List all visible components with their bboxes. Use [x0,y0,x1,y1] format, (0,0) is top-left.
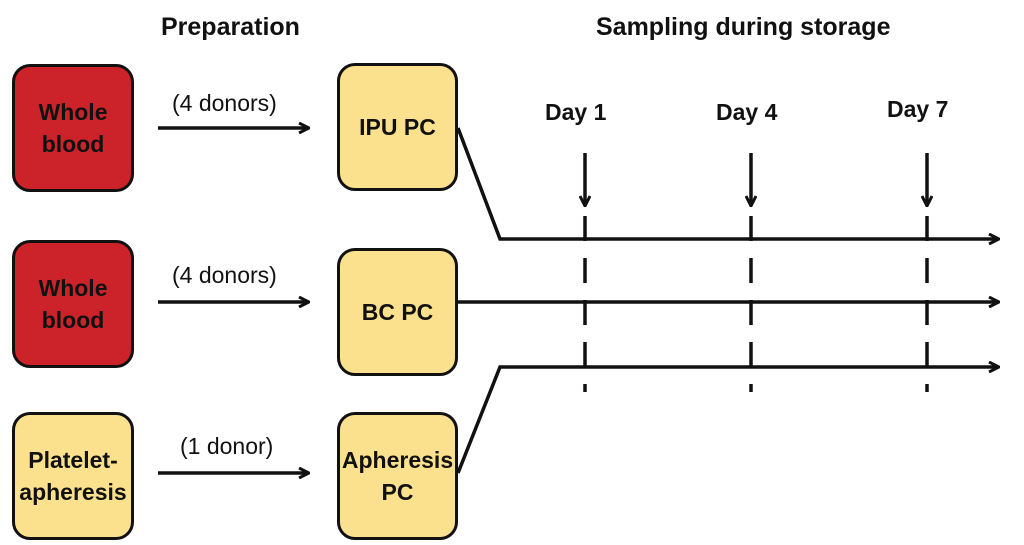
donor-label-2: (4 donors) [172,262,277,288]
source-label-line1: Whole [38,99,108,125]
product-label-line1: BC PC [361,299,434,325]
day-label-4: Day 4 [716,99,778,125]
heading-sampling: Sampling during storage [596,13,891,41]
source-box-whole-blood-1: Whole blood [12,64,134,192]
source-label-line2: blood [41,307,105,333]
product-box-ipu-pc: IPU PC [337,63,458,191]
heading-preparation: Preparation [161,13,300,41]
timeline-apheresis-pc [456,367,998,474]
source-label-line2: apheresis [19,479,127,505]
product-label-line1: IPU PC [359,114,436,140]
day-label-7: Day 7 [887,96,949,122]
timeline-ipu-pc [456,127,998,239]
product-box-bc-pc: BC PC [337,248,458,376]
donor-label-3: (1 donor) [180,433,274,459]
source-label-line2: blood [41,131,105,157]
product-label-line1: Apheresis [341,447,454,473]
source-box-plateletapheresis: Platelet-apheresis [12,412,134,540]
source-label-line1: Platelet- [28,447,118,473]
product-label-line2: PC [381,479,414,505]
source-label-line1: Whole [38,275,108,301]
source-box-whole-blood-2: Whole blood [12,240,134,368]
day-label-1: Day 1 [545,99,607,125]
donor-label-1: (4 donors) [172,90,277,116]
